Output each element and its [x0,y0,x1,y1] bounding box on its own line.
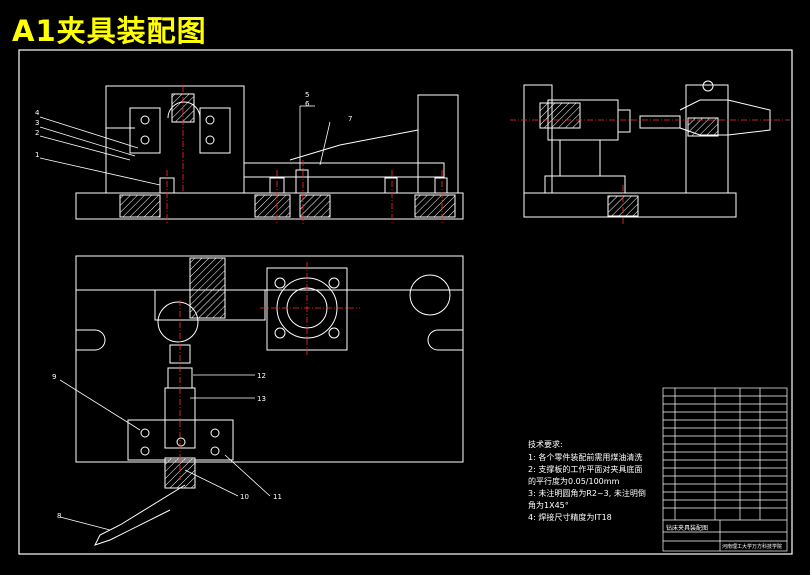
drawing-title: A1夹具装配图 [12,14,207,48]
front-view-callouts: 4 3 2 1 5 6 7 [35,91,352,159]
sheet-border [18,49,793,555]
side-view-centerlines [510,119,790,225]
callout-13: 13 [257,395,266,403]
tech-line-4: 3: 未注明圆角为R2~3, 未注明倒 [528,488,646,498]
callout-2: 2 [35,129,39,137]
callout-6: 6 [305,100,310,108]
callout-8: 8 [57,512,61,520]
tech-line-1: 1: 各个零件装配前需用煤油清洗 [528,452,642,462]
callout-1: 1 [35,151,39,159]
callout-9: 9 [52,373,56,381]
plan-view-callouts: 9 12 13 10 11 8 [52,372,282,520]
callout-5: 5 [305,91,309,99]
plan-view-centerlines [179,262,360,480]
tech-line-5: 角为1X45° [528,500,569,510]
tech-heading: 技术要求: [528,439,563,449]
front-view [75,85,464,220]
title-block: 钻床夹具装配图 河南理工大学万方科技学院 [666,524,782,550]
callout-10: 10 [240,493,249,501]
plan-view [75,255,464,546]
tech-line-2: 2: 支撑板的工作平面对夹具底面 [528,464,642,474]
tech-line-6: 4: 焊接尺寸精度为IT18 [528,512,612,522]
side-view [523,80,771,218]
parts-list [662,387,788,552]
title-block-drawing-name: 钻床夹具装配图 [666,524,708,532]
plan-view-leaders [59,374,271,531]
callout-3: 3 [35,119,39,127]
front-view-leaders [39,105,331,186]
title-block-school: 河南理工大学万方科技学院 [722,543,782,550]
callout-11: 11 [273,493,282,501]
callout-4: 4 [35,109,40,117]
tech-line-3: 的平行度为0.05/100mm [528,476,620,486]
front-view-centerlines [166,86,443,225]
tech-requirements: 技术要求: 1: 各个零件装配前需用煤油清洗 2: 支撑板的工作平面对夹具底面 … [528,439,646,522]
callout-12: 12 [257,372,266,380]
callout-7: 7 [348,115,352,123]
